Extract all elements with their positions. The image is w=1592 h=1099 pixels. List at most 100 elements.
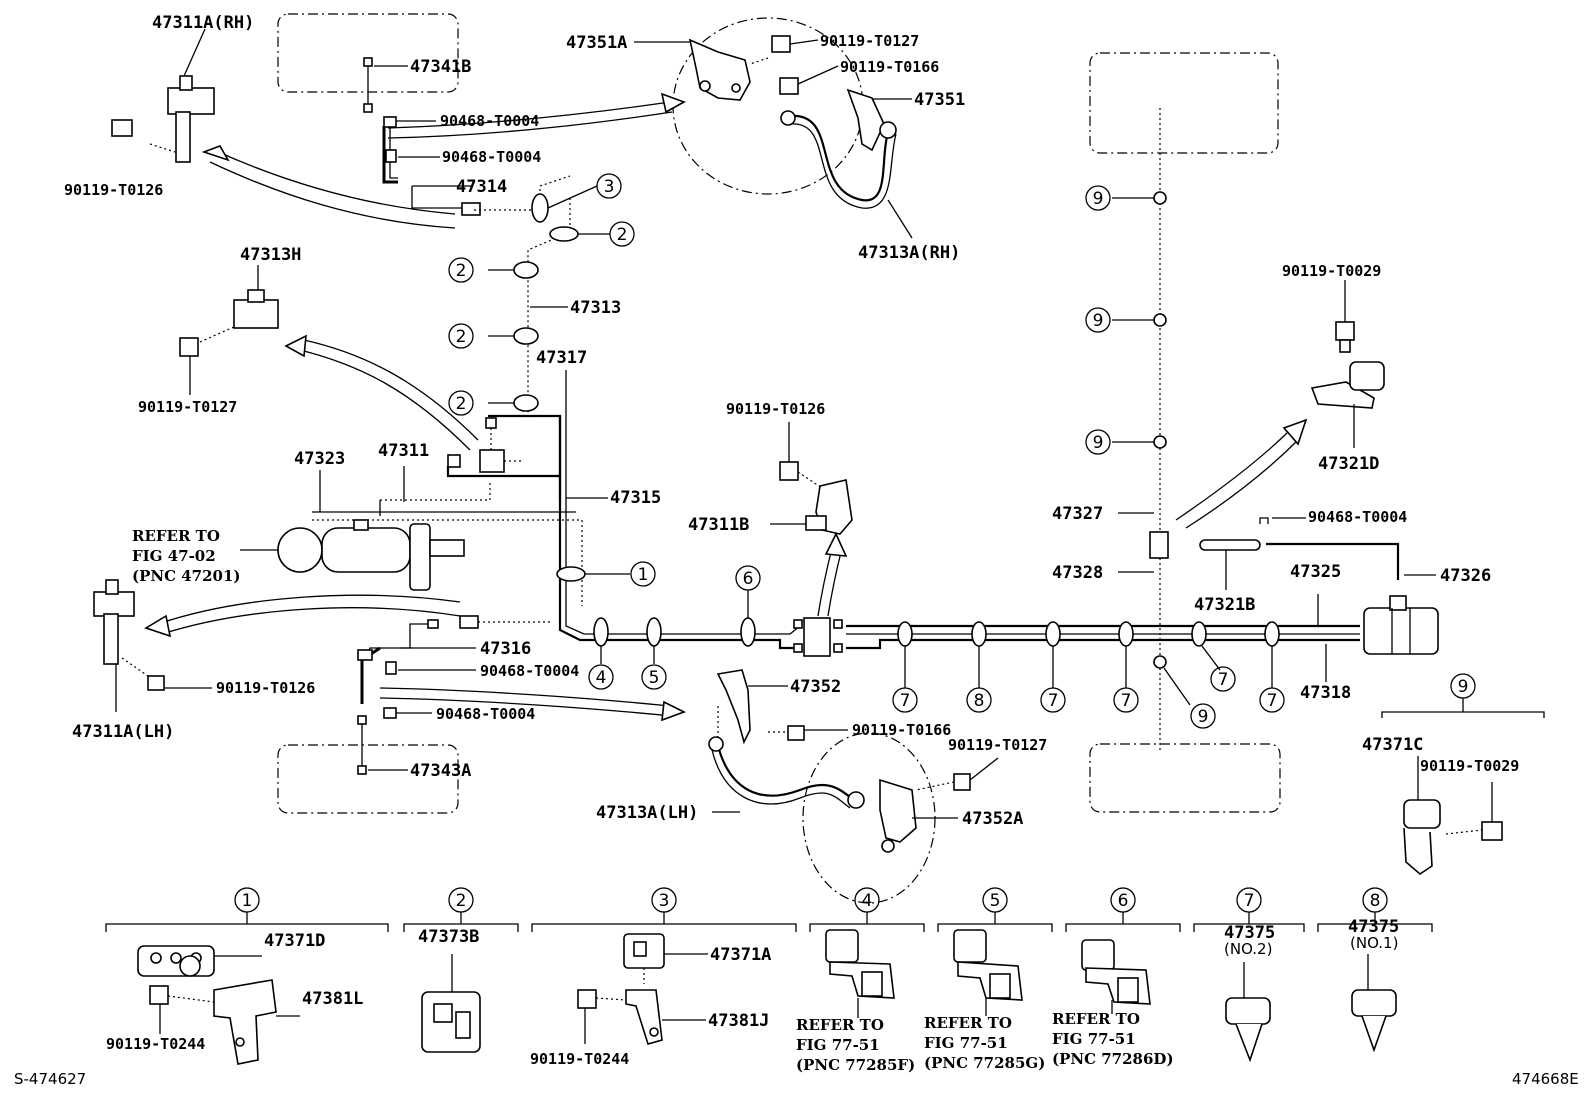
svg-text:2: 2 [456, 891, 467, 911]
tee-47328-drawing [1149, 531, 1169, 559]
refer-note-group5-line1: REFER TO [924, 1014, 1012, 1032]
part-label-90119-t0166: 90119-T0166 [852, 721, 951, 739]
callout-7: 7 [1040, 687, 1066, 713]
bracket-47381j-drawing [577, 989, 663, 1045]
part-label-90119-t0029: 90119-T0029 [1282, 262, 1381, 280]
svg-text:2: 2 [617, 225, 628, 245]
refer-note-master-cylinder-line3: (PNC 47201) [132, 567, 241, 585]
clamp-47371a-drawing [623, 933, 665, 969]
valve-47321d-drawing [1310, 321, 1385, 409]
svg-text:1: 1 [242, 891, 253, 911]
callout-4: 4 [854, 887, 880, 913]
callout-2: 2 [448, 257, 474, 283]
part-label-47371c: 47371C [1362, 735, 1423, 755]
part-label-47318: 47318 [1300, 683, 1351, 703]
callout-9: 9 [1085, 307, 1111, 333]
part-label-47323: 47323 [294, 449, 345, 469]
callout-8: 8 [1362, 887, 1388, 913]
svg-text:7: 7 [1218, 670, 1229, 690]
svg-text:6: 6 [743, 569, 754, 589]
bracket-47381l-drawing [149, 979, 277, 1065]
refer-note-group4-line1: REFER TO [796, 1016, 884, 1034]
part-label-90119-t0127: 90119-T0127 [948, 736, 1047, 754]
body-outline-box-bottom-right [1089, 743, 1281, 813]
part-label-90119-t0029: 90119-T0029 [1420, 757, 1519, 775]
part-label-47373b: 47373B [418, 927, 479, 947]
callout-2: 2 [448, 887, 474, 913]
footer-right-code: 474668E [1512, 1070, 1579, 1088]
clip-47375-no1-drawing [1351, 989, 1397, 1053]
callout-7: 7 [892, 687, 918, 713]
part-label-90119-t0127: 90119-T0127 [138, 398, 237, 416]
callout-6: 6 [735, 565, 761, 591]
part-label-47326: 47326 [1440, 566, 1491, 586]
svg-text:7: 7 [1267, 691, 1278, 711]
part-label-90468-t0004: 90468-T0004 [442, 148, 541, 166]
part-label-90119-t0126: 90119-T0126 [216, 679, 315, 697]
refer-note-group6-line1: REFER TO [1052, 1010, 1140, 1028]
part-label-90119-t0244: 90119-T0244 [106, 1035, 205, 1053]
part-label-47315: 47315 [610, 488, 661, 508]
master-cylinder-drawing [277, 519, 465, 591]
part-label-47316: 47316 [480, 639, 531, 659]
svg-text:7: 7 [900, 691, 911, 711]
callout-8: 8 [966, 687, 992, 713]
svg-text:5: 5 [990, 891, 1001, 911]
part-label-47317: 47317 [536, 348, 587, 368]
part-label-47343a: 47343A [410, 761, 471, 781]
part-label-47321b: 47321B [1194, 595, 1255, 615]
callout-5: 5 [641, 664, 667, 690]
svg-text:9: 9 [1093, 311, 1104, 331]
footer-left-code: S-474627 [14, 1070, 86, 1088]
part-label-47375-no2: 47375 [1224, 923, 1275, 943]
part-label-90119-t0166: 90119-T0166 [840, 58, 939, 76]
valve-47311a-lh-drawing [93, 579, 165, 691]
bracket-47311b-drawing [779, 461, 853, 535]
svg-text:8: 8 [974, 691, 985, 711]
part-label-47313a-rh: 47313A(RH) [858, 243, 960, 263]
part-label-90468-t0004: 90468-T0004 [436, 705, 535, 723]
clamp-47371c-drawing [1403, 799, 1503, 876]
svg-text:4: 4 [596, 668, 607, 688]
body-outline-box-bottom-left [277, 744, 459, 814]
refer-note-group6-line3: (PNC 77286D) [1052, 1050, 1174, 1068]
svg-text:2: 2 [456, 261, 467, 281]
bracket-47351-drawing [846, 88, 885, 152]
part-label-47313a-lh: 47313A(LH) [596, 803, 698, 823]
part-label-47341b: 47341B [410, 57, 471, 77]
refer-note-group5-line2: FIG 77-51 [924, 1034, 1008, 1052]
hose-47313a-rh-drawing [789, 114, 890, 202]
part-label-47313h: 47313H [240, 245, 301, 265]
clip-47375-no2-drawing [1225, 997, 1271, 1063]
callout-2: 2 [448, 390, 474, 416]
callout-1: 1 [630, 561, 656, 587]
part-label-47375-no1: 47375 [1348, 917, 1399, 937]
refer-note-group6-line2: FIG 77-51 [1052, 1030, 1136, 1048]
callout-7: 7 [1259, 687, 1285, 713]
svg-text:9: 9 [1198, 707, 1209, 727]
block-47326-drawing [1363, 595, 1439, 655]
callout-2: 2 [609, 221, 635, 247]
svg-text:7: 7 [1048, 691, 1059, 711]
part-label-47311a-lh: 47311A(LH) [72, 722, 174, 742]
callout-7: 7 [1210, 666, 1236, 692]
callout-9: 9 [1085, 429, 1111, 455]
part-label-90119-t0126: 90119-T0126 [726, 400, 825, 418]
part-sublabel-no1: (NO.1) [1350, 934, 1398, 952]
svg-text:4: 4 [862, 891, 873, 911]
part-label-47352a: 47352A [962, 809, 1023, 829]
hose-47313a-lh-drawing [716, 745, 855, 801]
part-label-47311b: 47311B [688, 515, 749, 535]
part-label-47325: 47325 [1290, 562, 1341, 582]
part-label-90468-t0004: 90468-T0004 [440, 112, 539, 130]
part-label-90468-t0004: 90468-T0004 [480, 662, 579, 680]
callout-4: 4 [588, 664, 614, 690]
refer-note-group5-line3: (PNC 77285G) [924, 1054, 1045, 1072]
part-sublabel-no2: (NO.2) [1224, 940, 1272, 958]
part-label-47314: 47314 [456, 177, 507, 197]
refer-note-master-cylinder-line1: REFER TO [132, 527, 220, 545]
callout-3: 3 [596, 173, 622, 199]
callout-6: 6 [1110, 887, 1136, 913]
